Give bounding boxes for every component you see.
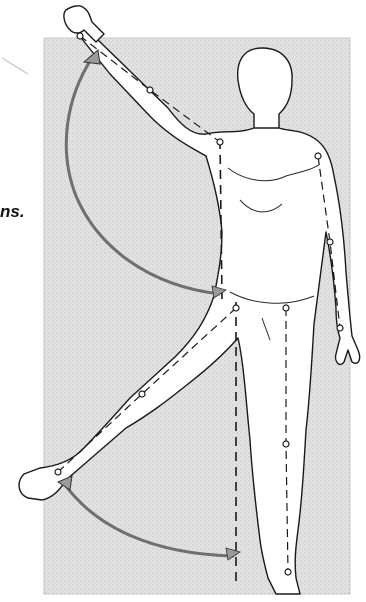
elbow-joint-right — [327, 239, 333, 245]
wrist-joint — [77, 33, 83, 39]
shoulder-joint-left — [217, 139, 223, 145]
caption-fragment: ns. — [0, 202, 25, 222]
ankle-joint-raised — [55, 469, 61, 475]
corner-stroke — [2, 58, 28, 74]
knee-joint-raised — [139, 391, 145, 397]
hip-joint-left — [233, 305, 239, 311]
shoulder-joint-right — [315, 153, 321, 159]
hip-joint-right — [283, 305, 289, 311]
knee-joint-standing — [283, 441, 289, 447]
ankle-joint-standing — [285, 569, 291, 575]
wrist-joint-right — [337, 325, 343, 331]
elbow-joint — [147, 87, 153, 93]
